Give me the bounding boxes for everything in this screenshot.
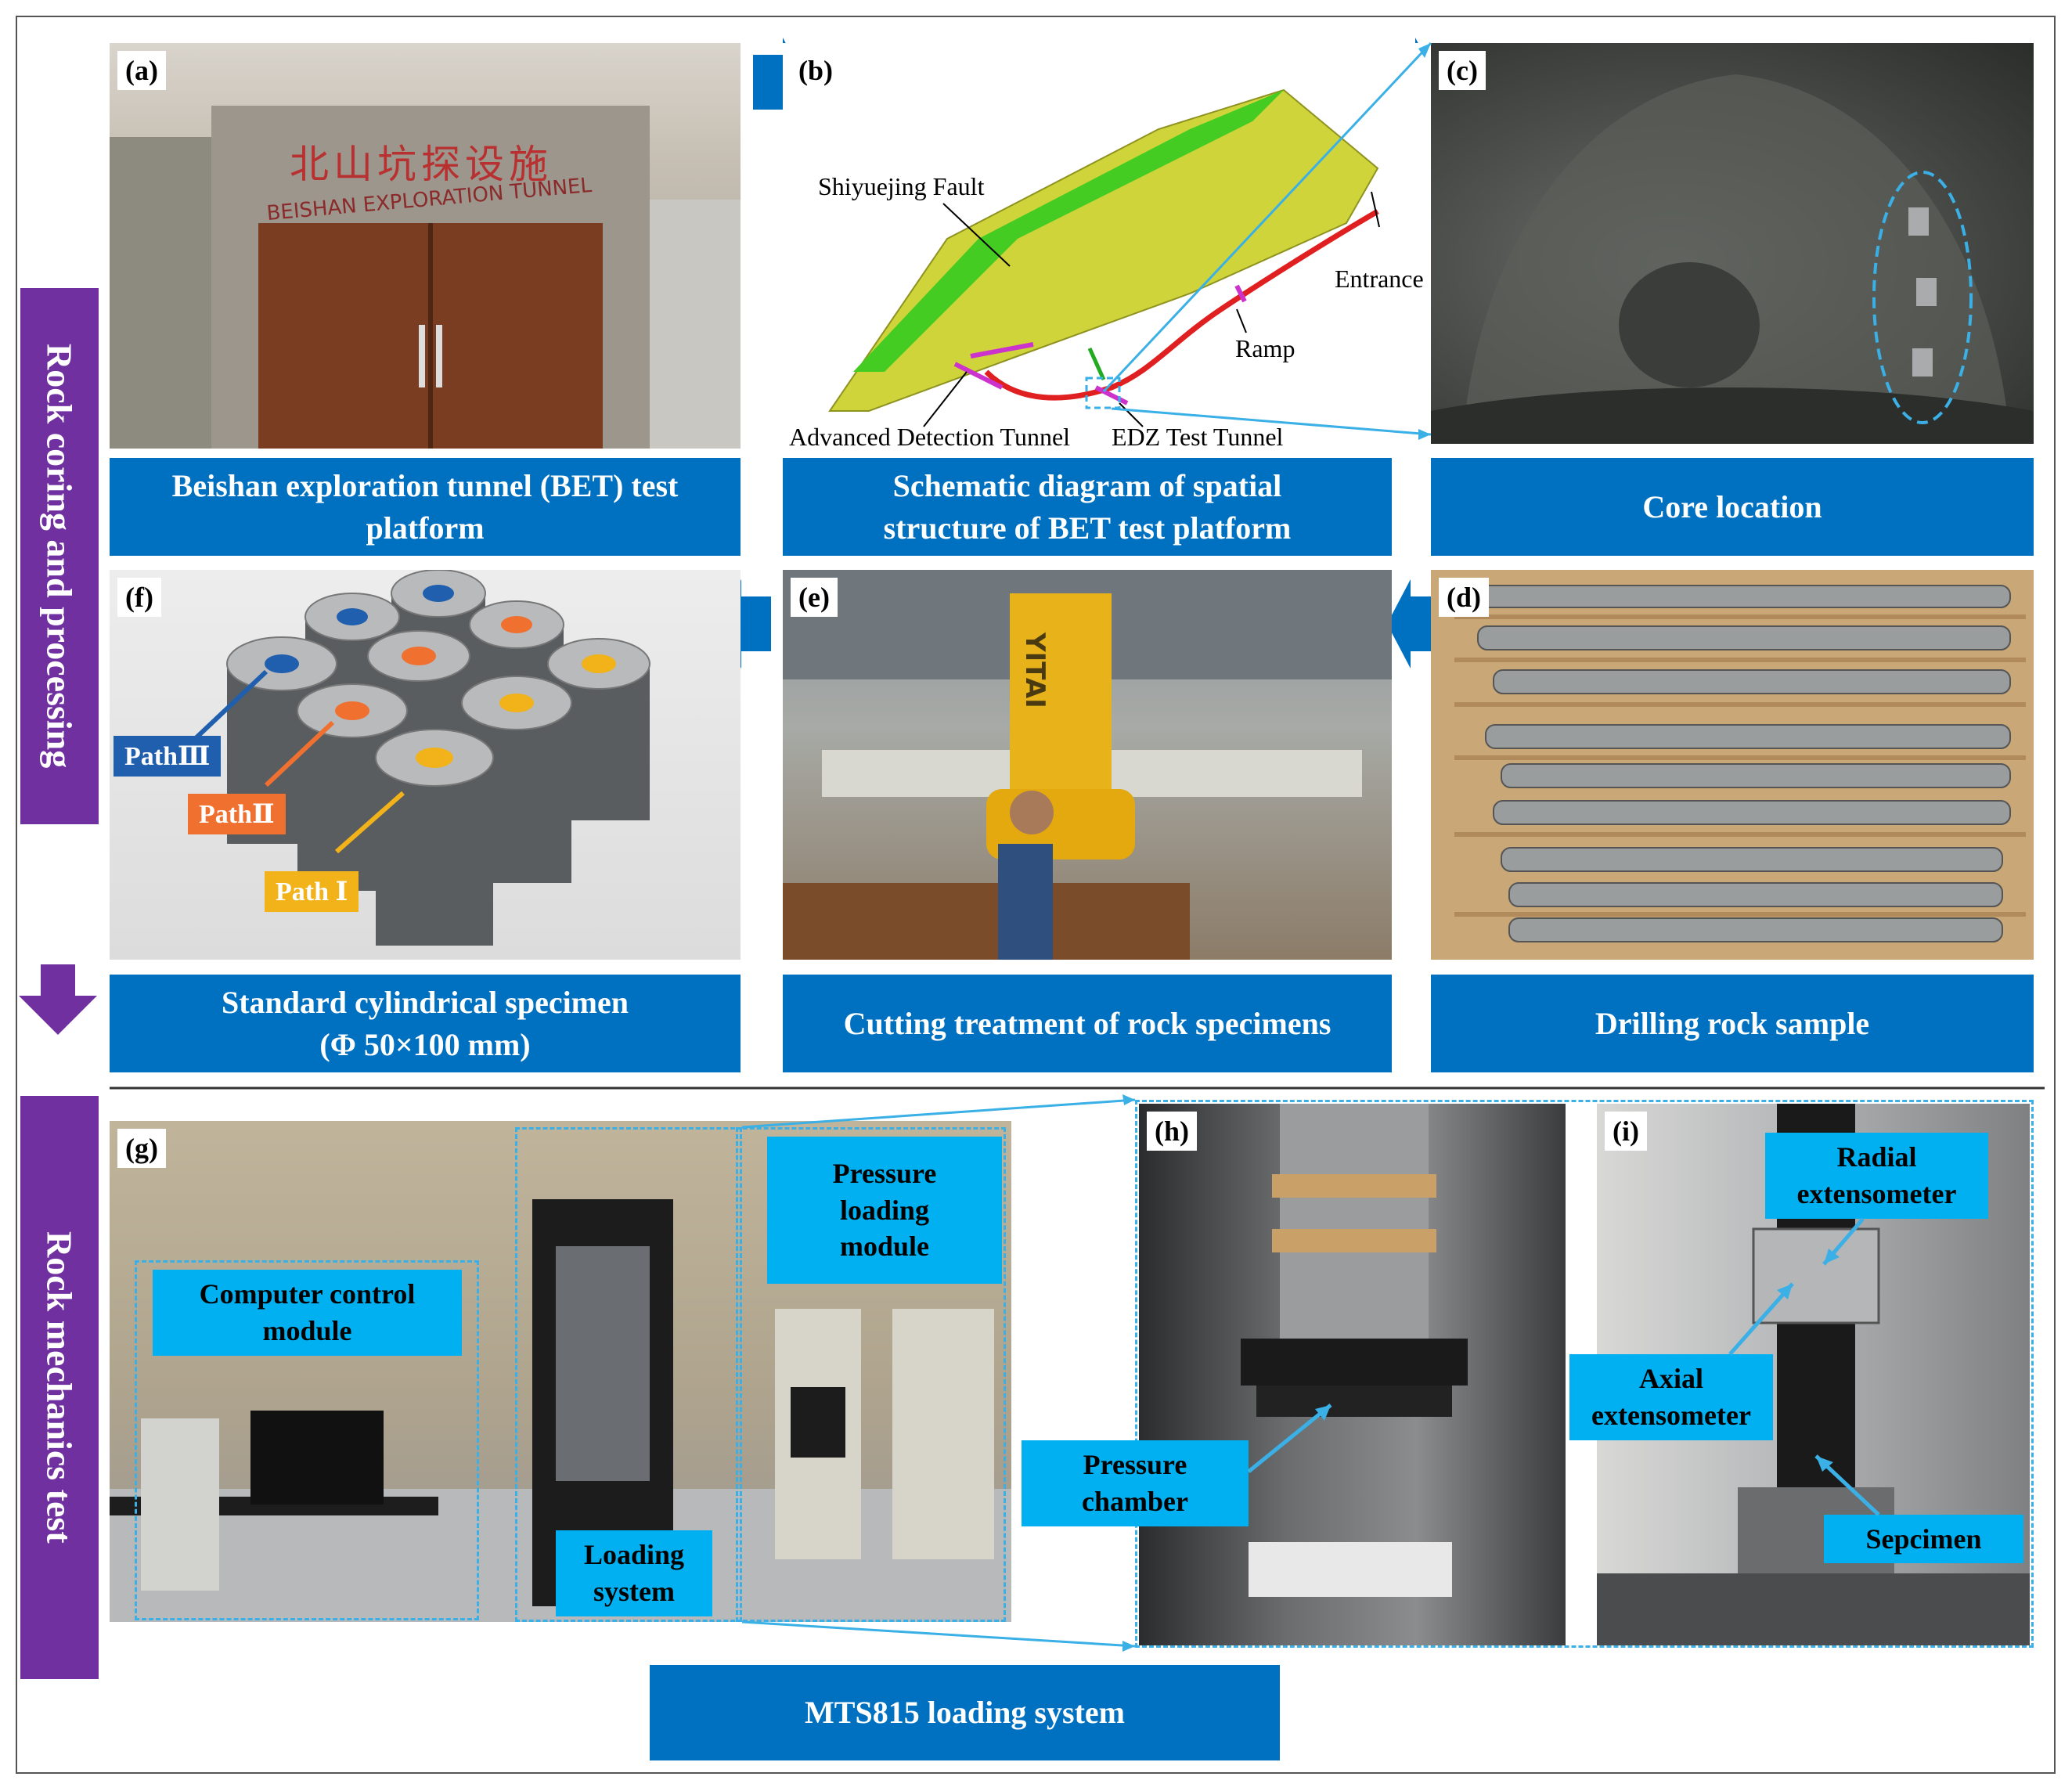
caption-f: Standard cylindrical specimen (Φ 50×100 … (110, 975, 741, 1072)
panel-label-f: (f) (117, 578, 161, 617)
dot-path2-1 (501, 616, 532, 633)
arrow-path1 (335, 791, 405, 854)
caption-b: Schematic diagram of spatial structure o… (783, 458, 1392, 556)
diagram-b-spatial-structure: Shiyuejing Fault Entrance Ramp Advanced … (783, 43, 1434, 449)
figure-frame (16, 16, 2056, 1774)
core-hole-highlight (1872, 171, 1973, 424)
photo-e-illustration (783, 570, 1392, 960)
tunnel-sign-chinese: 北山坑探设施 (290, 142, 553, 187)
panel-label-c: (c) (1439, 51, 1486, 90)
label-entrance: Entrance (1335, 265, 1424, 293)
label-edz-test-tunnel: EDZ Test Tunnel (1112, 423, 1284, 449)
photo-e-cutting-machine: YITAI (e) (783, 570, 1392, 960)
panel-label-d: (d) (1439, 578, 1489, 617)
dot-path1-3 (416, 748, 453, 768)
box-mts-detail (1135, 1100, 2034, 1648)
label-advanced-detection-tunnel: Advanced Detection Tunnel (789, 423, 1071, 449)
callout-pressure-chamber: Pressure chamber (1022, 1440, 1249, 1526)
caption-mts815: MTS815 loading system (650, 1665, 1280, 1760)
callout-pressure-loading-module: Pressure loading module (767, 1137, 1002, 1284)
arrow-path2 (264, 720, 335, 787)
arrow-d-to-e (1387, 579, 1440, 668)
caption-e: Cutting treatment of rock specimens (783, 975, 1392, 1072)
box-pressure-loading-module (736, 1127, 1006, 1622)
dot-path2-2 (402, 647, 436, 665)
fault-leader (942, 203, 1011, 267)
photo-h-illustration (1241, 1104, 1468, 1597)
panel-label-i: (i) (1605, 1112, 1647, 1151)
photo-h-pressure-chamber: (h) (1139, 1104, 1566, 1645)
machine-brand: YITAI (1019, 632, 1050, 708)
photo-f-cylindrical-specimens: PathⅢ PathⅡ Path Ⅰ (f) (110, 570, 741, 960)
photo-d-core-boxes: (d) (1431, 570, 2034, 960)
fault-block-yellow (828, 88, 1379, 412)
label-path2: PathⅡ (188, 794, 286, 834)
dot-path3-3 (265, 654, 299, 673)
side-label-mechanics-text: Rock mechanics test (39, 1231, 80, 1544)
label-ramp: Ramp (1235, 334, 1295, 362)
panel-label-h: (h) (1147, 1112, 1197, 1151)
advanced-leader (923, 371, 968, 427)
photo-d-illustration (1454, 585, 2026, 942)
panel-label-e: (e) (791, 578, 838, 617)
arrow-path3 (193, 669, 268, 741)
dot-path1-1 (582, 654, 616, 673)
dot-path1-2 (499, 694, 534, 712)
dot-path3-2 (337, 608, 368, 625)
dot-path3-1 (423, 585, 454, 602)
callout-radial-extensometer: Radial extensometer (1765, 1133, 1988, 1219)
caption-a: Beishan exploration tunnel (BET) test pl… (110, 458, 741, 556)
photo-c-illustration (1431, 74, 2034, 444)
panel-label-g: (g) (117, 1129, 166, 1168)
callout-specimen: Sepcimen (1824, 1515, 2023, 1563)
side-label-coring-text: Rock coring and processing (39, 344, 80, 769)
side-label-mechanics: Rock mechanics test (20, 1096, 99, 1679)
label-path3: PathⅢ (114, 736, 222, 777)
callout-computer-control-module: Computer control module (153, 1270, 462, 1356)
photo-a-illustration (110, 106, 741, 449)
label-path1: Path Ⅰ (265, 871, 359, 912)
down-arrow-purple (19, 964, 97, 1035)
entrance-leader (1371, 191, 1380, 228)
diagram-b-drawing (828, 88, 1380, 427)
callout-axial-extensometer: Axial extensometer (1569, 1354, 1773, 1440)
panel-label-a: (a) (117, 51, 166, 90)
panel-label-b: (b) (791, 51, 841, 90)
label-shiyuejing-fault: Shiyuejing Fault (818, 172, 985, 200)
box-loading-system (515, 1127, 742, 1622)
box-computer-control-module (135, 1260, 479, 1620)
caption-c: Core location (1431, 458, 2034, 556)
callout-loading-system: Loading system (556, 1530, 712, 1616)
ramp-leader (1236, 308, 1247, 333)
caption-d: Drilling rock sample (1431, 975, 2034, 1072)
dot-path2-3 (335, 701, 369, 720)
side-label-coring: Rock coring and processing (20, 288, 99, 824)
photo-a-tunnel-entrance: 北山坑探设施 BEISHAN EXPLORATION TUNNEL (a) (110, 43, 741, 449)
photo-c-core-location: (c) (1431, 43, 2034, 444)
